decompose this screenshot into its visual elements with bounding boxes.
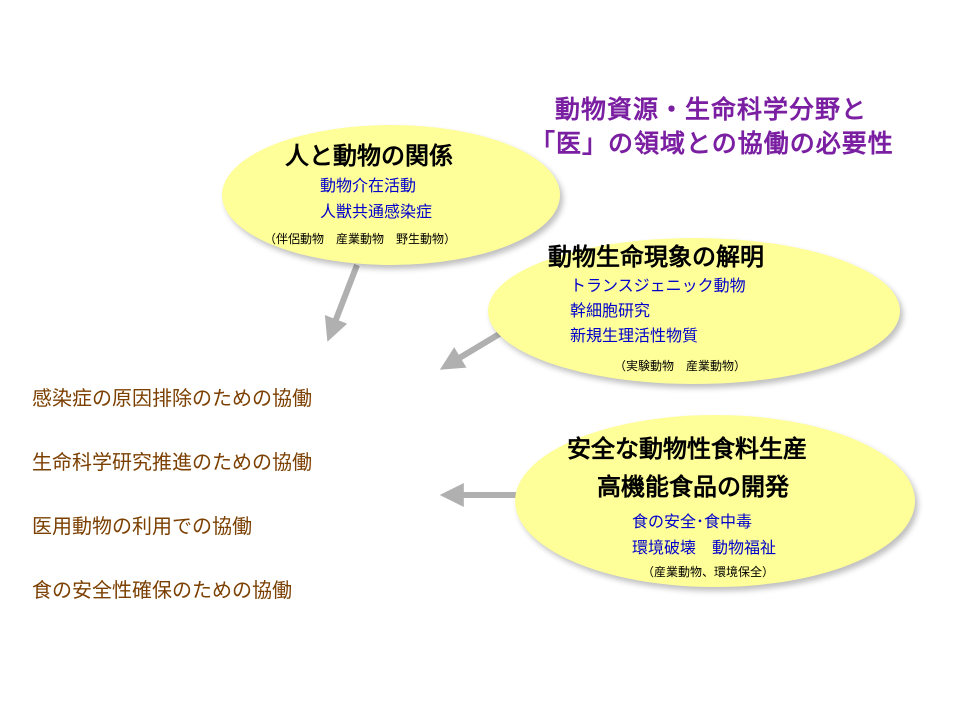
bubble2-note: （実験動物 産業動物） xyxy=(614,359,747,373)
bubble2-item-3: 新規生理活性物質 xyxy=(570,326,699,345)
bubble3-heading-2: 高機能食品の開発 xyxy=(597,473,789,501)
bubble2-item-2: 幹細胞研究 xyxy=(570,301,651,320)
title-line-1: 動物資源・生命科学分野と xyxy=(555,95,868,124)
bubble1-note: （伴侶動物 産業動物 野生動物） xyxy=(264,232,457,246)
title-line-2: 「医」の領域との協働の必要性 xyxy=(530,129,894,158)
bubble-life-phenomena xyxy=(488,238,900,384)
arrow-life-phenomena xyxy=(439,327,508,370)
bubble2-item-1: トランスジェニック動物 xyxy=(570,276,746,295)
bubble3-item-2: 環境破壊 動物福祉 xyxy=(632,538,777,557)
outcome-2: 生命科学研究推進のための協働 xyxy=(32,450,312,474)
bubble-human-animal-relationship xyxy=(222,125,560,265)
bubble3-item-1: 食の安全･食中毒 xyxy=(632,512,753,531)
bubble2-heading: 動物生命現象の解明 xyxy=(548,243,764,271)
bubble1-item-2: 人獣共通感染症 xyxy=(320,202,433,221)
outcome-3: 医用動物の利用での協働 xyxy=(32,514,252,538)
bubble1-heading: 人と動物の関係 xyxy=(285,142,453,170)
outcome-1: 感染症の原因排除のための協働 xyxy=(32,386,312,410)
bubble-food-production xyxy=(515,415,915,587)
bubble1-item-1: 動物介在活動 xyxy=(320,176,417,195)
arrow-relationship xyxy=(324,263,360,342)
bubble3-heading-1: 安全な動物性食料生産 xyxy=(567,435,807,463)
outcome-4: 食の安全性確保のための協働 xyxy=(32,578,292,602)
bubble3-note: （産業動物、環境保全） xyxy=(642,565,775,579)
